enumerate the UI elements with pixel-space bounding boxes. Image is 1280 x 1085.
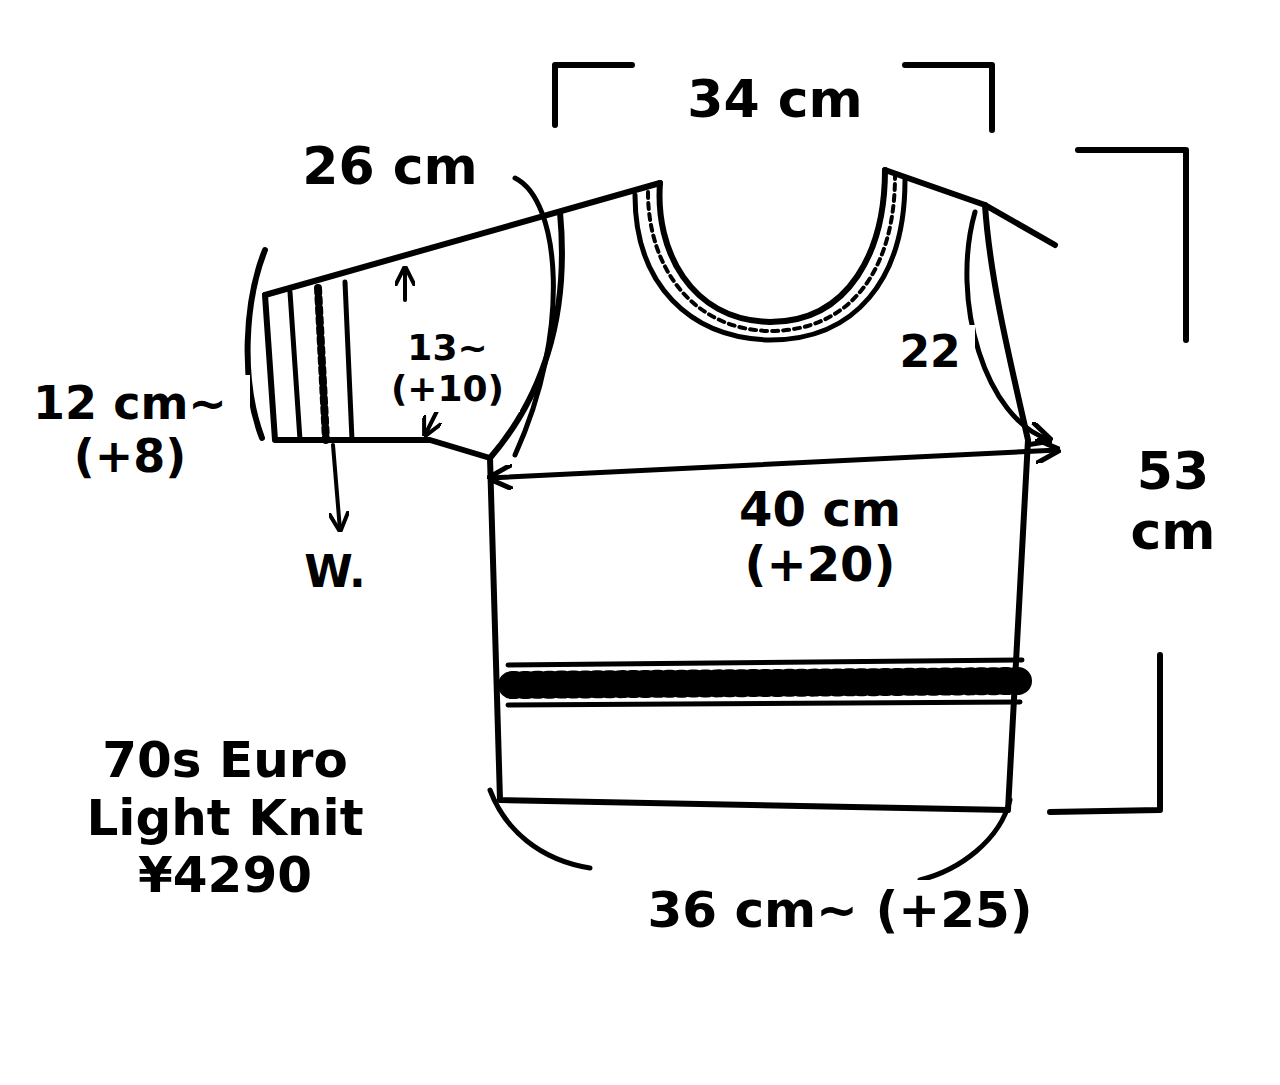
bracket xyxy=(1050,655,1160,812)
dimension-label: 40 cm (+20) xyxy=(670,480,970,594)
shoulder-line xyxy=(265,183,660,295)
dimension-label: W. xyxy=(295,545,375,600)
measure-arc xyxy=(490,790,590,868)
cuff-rib xyxy=(290,282,352,440)
neck-rib xyxy=(648,176,895,331)
measure-arc xyxy=(515,178,553,455)
dimension-label: 12 cm~ (+8) xyxy=(10,375,250,485)
measure-arrow xyxy=(403,268,407,300)
neck-rib xyxy=(635,180,905,340)
measure-arc xyxy=(248,250,265,438)
bracket xyxy=(1078,150,1186,340)
dimension-label: 34 cm xyxy=(650,68,900,132)
measure-arc xyxy=(967,212,1050,440)
bracket xyxy=(555,65,632,125)
measure-arrow xyxy=(490,450,1058,478)
item-note: 70s Euro Light Knit ¥4290 xyxy=(60,730,390,907)
dimension-label: 26 cm xyxy=(285,135,495,199)
dimension-label: 53 cm xyxy=(1098,440,1248,564)
dimension-label: 36 cm~ (+25) xyxy=(640,880,1040,942)
body-outline xyxy=(490,205,1028,810)
hem-rib xyxy=(512,681,1018,685)
dimension-label: 13~ (+10) xyxy=(375,325,520,412)
hem-rib xyxy=(508,660,1022,705)
dimension-label: 22 xyxy=(885,325,975,380)
measure-arc xyxy=(920,800,1010,880)
measure-arrow xyxy=(333,445,340,530)
bracket xyxy=(905,65,992,130)
cuff-rib xyxy=(318,288,326,440)
